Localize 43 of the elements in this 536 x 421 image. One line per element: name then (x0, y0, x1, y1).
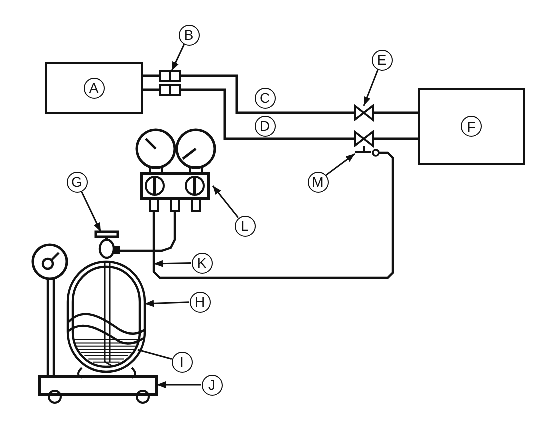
unit-box (418, 88, 525, 165)
valve-symbol (354, 104, 374, 122)
callout-letter: G (66, 172, 88, 192)
callout-letter: I (172, 352, 192, 372)
pipe-line (180, 74, 355, 114)
pipe-line (180, 88, 355, 140)
hose-line (120, 211, 176, 252)
leader-line (157, 382, 202, 388)
liquid-drawing (72, 340, 140, 363)
callout-letter: B (178, 24, 200, 46)
coupler-symbol (159, 84, 181, 96)
valve-symbol (354, 130, 374, 148)
hose-line (153, 152, 394, 280)
callout-letter: L (234, 216, 256, 236)
cylinder-drawing (66, 260, 146, 379)
leader-line (138, 349, 172, 360)
callout-letter: E (372, 50, 392, 70)
pipe-line (143, 88, 160, 92)
scale-drawing (32, 230, 158, 404)
callout-letter: D (254, 116, 276, 136)
valve-symbol (94, 230, 120, 260)
callout-letter: A (84, 78, 104, 98)
leader-line (80, 191, 102, 232)
callout-letter: F (461, 116, 482, 137)
coupler-symbol (159, 70, 181, 82)
pipe-line (373, 112, 418, 114)
leader-line (171, 44, 186, 72)
manifold-gauge-drawing (136, 128, 216, 212)
callout-letter: M (308, 172, 328, 192)
callout-letter: J (202, 374, 222, 396)
leader-line (326, 153, 356, 176)
callout-letter: K (192, 252, 212, 274)
hose-line (152, 211, 156, 255)
service-port-symbol (354, 145, 380, 157)
leader-line (154, 260, 192, 268)
callout-letter: C (254, 88, 276, 108)
pipe-line (143, 74, 160, 78)
leader-line (363, 70, 379, 106)
pipe-line (373, 138, 418, 140)
leader-line (144, 300, 190, 308)
leader-line (212, 186, 240, 218)
callout-letter: H (190, 292, 210, 312)
unit-box (45, 62, 143, 114)
